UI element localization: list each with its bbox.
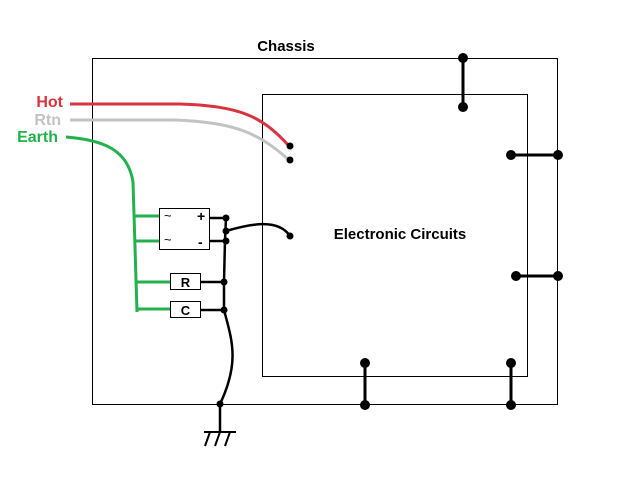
earth-label: Earth <box>17 129 58 146</box>
standoff-bottom-left <box>360 358 370 410</box>
electronics-box <box>262 94 528 377</box>
chassis-bus-wiring <box>200 216 292 432</box>
standoff-right-lower <box>511 271 563 281</box>
chassis-title: Chassis <box>257 38 315 55</box>
capacitor-label: C <box>181 303 191 318</box>
standoff-top <box>458 53 468 112</box>
chassis-outline <box>92 58 558 405</box>
rectifier-ac2: ~ <box>164 232 172 247</box>
rectifier-ac1: ~ <box>164 208 172 223</box>
rtn-terminal <box>286 156 294 164</box>
resistor: R <box>170 273 201 290</box>
standoff-bottom-right <box>506 358 516 410</box>
hot-label: Hot <box>36 94 63 111</box>
standoff-right-upper <box>506 150 563 160</box>
electronics-label: Electronic Circuits <box>334 226 467 243</box>
ground-icon <box>204 431 236 447</box>
bridge-rectifier: ~ ~ + - <box>159 208 210 250</box>
hot-wire <box>70 102 291 148</box>
rtn-label: Rtn <box>34 112 61 129</box>
capacitor: C <box>170 301 201 318</box>
earth-wire <box>65 135 139 313</box>
rtn-wire <box>70 118 291 162</box>
resistor-label: R <box>181 275 191 290</box>
hot-terminal <box>286 142 294 150</box>
standoffs <box>360 53 563 410</box>
bus-nodes <box>216 214 294 408</box>
rectifier-minus: - <box>198 234 203 250</box>
rectifier-plus: + <box>197 208 205 224</box>
earth-branches <box>135 214 170 311</box>
